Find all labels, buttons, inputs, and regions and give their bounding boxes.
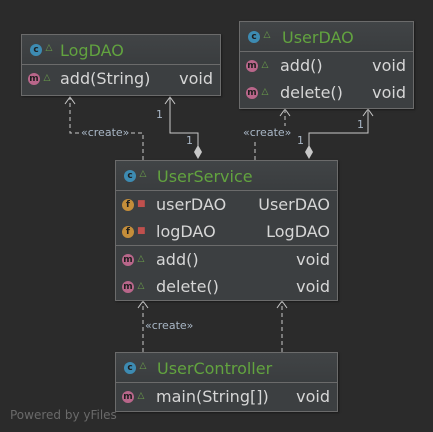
- public-visibility-icon: △: [139, 361, 147, 371]
- private-lock-icon: ■: [137, 226, 146, 236]
- method-name: main(String[]): [156, 387, 269, 406]
- field-icon: f: [122, 226, 134, 238]
- class-icon: c: [124, 170, 136, 182]
- class-header: c △ LogDAO: [22, 35, 220, 65]
- class-header: c △ UserService: [116, 161, 337, 191]
- class-name: LogDAO: [60, 41, 124, 60]
- method-icon: m: [122, 254, 134, 266]
- multiplicity-label: 1: [186, 134, 193, 147]
- method-name: add(): [280, 56, 323, 75]
- create-label-userservice: «create»: [145, 319, 194, 332]
- public-visibility-icon: △: [263, 30, 271, 40]
- field-row[interactable]: f ■ userDAO UserDAO: [116, 191, 337, 218]
- public-visibility-icon: △: [261, 60, 269, 70]
- field-name: logDAO: [156, 222, 216, 241]
- method-name: add(String): [60, 69, 151, 88]
- method-row[interactable]: m △ add() void: [240, 52, 413, 79]
- method-name: delete(): [156, 277, 219, 296]
- public-visibility-icon: △: [261, 87, 269, 97]
- method-type: void: [296, 250, 330, 269]
- method-icon: m: [28, 73, 40, 85]
- public-visibility-icon: △: [139, 169, 147, 179]
- class-userservice[interactable]: c △ UserService f ■ userDAO UserDAO f ■ …: [115, 160, 338, 301]
- multiplicity-label: 1: [156, 108, 163, 121]
- method-row[interactable]: m △ delete() void: [116, 273, 337, 300]
- method-icon: m: [246, 60, 258, 72]
- class-header: c △ UserDAO: [240, 22, 413, 52]
- class-icon: c: [30, 44, 42, 56]
- method-row[interactable]: m △ delete() void: [240, 79, 413, 106]
- class-name: UserService: [157, 167, 253, 186]
- field-name: userDAO: [156, 195, 227, 214]
- field-type: LogDAO: [266, 222, 330, 241]
- method-type: void: [296, 277, 330, 296]
- method-row[interactable]: m △ add() void: [116, 245, 337, 273]
- create-label-userdao: «create»: [242, 126, 293, 139]
- field-icon: f: [122, 199, 134, 211]
- class-icon: c: [124, 362, 136, 374]
- field-type: UserDAO: [258, 195, 330, 214]
- method-row[interactable]: m △ main(String[]) void: [116, 383, 337, 410]
- method-row[interactable]: m △ add(String) void: [22, 65, 220, 92]
- multiplicity-label: 1: [297, 134, 304, 147]
- class-usercontroller[interactable]: c △ UserController m △ main(String[]) vo…: [115, 352, 338, 412]
- class-header: c △ UserController: [116, 353, 337, 383]
- class-logdao[interactable]: c △ LogDAO m △ add(String) void: [21, 34, 221, 96]
- edge-assoc-userdao: [308, 110, 369, 148]
- method-type: void: [372, 83, 406, 102]
- watermark: Powered by yFiles: [10, 408, 117, 422]
- edge-assoc-logdao: [169, 98, 199, 148]
- method-type: void: [179, 69, 213, 88]
- public-visibility-icon: △: [45, 43, 53, 53]
- public-visibility-icon: △: [137, 391, 145, 401]
- private-lock-icon: ■: [137, 199, 146, 209]
- public-visibility-icon: △: [43, 73, 51, 83]
- class-name: UserDAO: [282, 28, 354, 47]
- method-name: add(): [156, 250, 199, 269]
- method-type: void: [296, 387, 330, 406]
- composition-diamond-left: [194, 145, 202, 159]
- method-icon: m: [246, 87, 258, 99]
- method-icon: m: [122, 281, 134, 293]
- public-visibility-icon: △: [137, 281, 145, 291]
- method-type: void: [372, 56, 406, 75]
- class-icon: c: [248, 31, 260, 43]
- class-userdao[interactable]: c △ UserDAO m △ add() void m △ delete() …: [239, 21, 414, 109]
- static-method-icon: m: [122, 391, 134, 403]
- multiplicity-label: 1: [357, 118, 364, 131]
- method-name: delete(): [280, 83, 343, 102]
- public-visibility-icon: △: [137, 254, 145, 264]
- create-label-logdao: «create»: [80, 126, 131, 139]
- class-name: UserController: [157, 359, 273, 378]
- field-row[interactable]: f ■ logDAO LogDAO: [116, 218, 337, 245]
- composition-diamond-right: [305, 145, 313, 159]
